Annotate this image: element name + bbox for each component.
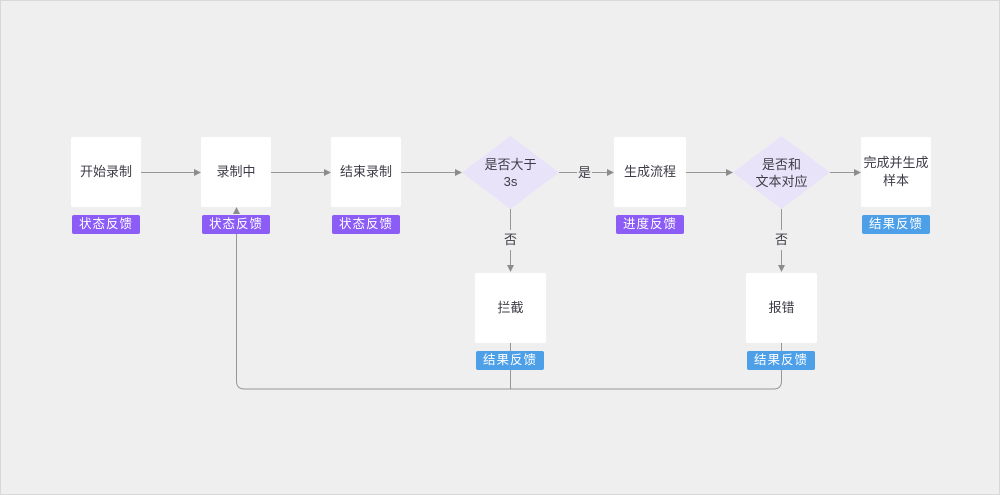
badge-result-feedback-complete: 结果反馈	[862, 215, 930, 234]
edge-label-no-duration: 否	[503, 230, 519, 250]
node-end-record-label: 结束录制	[339, 164, 392, 179]
node-recording: 录制中	[201, 137, 271, 207]
node-end-record: 结束录制	[331, 137, 401, 207]
decision-text-match-line2: 文本对应	[755, 173, 808, 189]
decision-duration-check-line2: 3s	[503, 173, 518, 189]
arrowhead-into-end	[324, 169, 331, 176]
arrowhead-into-intercept	[507, 265, 514, 272]
node-complete-sample-line1: 完成并生成	[863, 155, 929, 170]
edge-label-yes: 是	[577, 163, 593, 183]
decision-duration-check-line1: 是否大于	[484, 156, 537, 172]
badge-result-feedback-intercept: 结果反馈	[476, 351, 544, 370]
node-error: 报错	[746, 273, 817, 343]
badge-status-feedback-recording: 状态反馈	[202, 215, 270, 234]
arrowhead-into-generate	[607, 169, 614, 176]
badge-status-feedback-end: 状态反馈	[332, 215, 400, 234]
badge-progress-feedback-generate: 进度反馈	[616, 215, 684, 234]
node-recording-label: 录制中	[216, 164, 256, 179]
arrowhead-into-recording-bottom	[233, 207, 240, 214]
decision-text-match-line1: 是否和	[761, 156, 801, 172]
node-generate-flow: 生成流程	[614, 137, 686, 207]
node-intercept-label: 拦截	[497, 300, 524, 315]
badge-result-feedback-error: 结果反馈	[747, 351, 815, 370]
edge-error-loopback	[236, 215, 782, 390]
arrowhead-into-recording-left	[194, 169, 201, 176]
arrowhead-into-textcheck	[726, 169, 733, 176]
node-intercept: 拦截	[475, 273, 546, 343]
edge-label-no-text: 否	[774, 230, 790, 250]
node-generate-flow-label: 生成流程	[623, 164, 676, 179]
node-start-record-label: 开始录制	[79, 164, 132, 179]
node-complete-sample: 完成并生成 样本	[861, 137, 931, 207]
node-start-record: 开始录制	[71, 137, 141, 207]
badge-status-feedback-start: 状态反馈	[72, 215, 140, 234]
node-error-label: 报错	[768, 300, 795, 315]
node-complete-sample-line2: 样本	[882, 173, 909, 188]
arrowhead-into-durationcheck	[455, 169, 462, 176]
arrowhead-into-error	[778, 265, 785, 272]
arrowhead-into-complete	[854, 169, 861, 176]
